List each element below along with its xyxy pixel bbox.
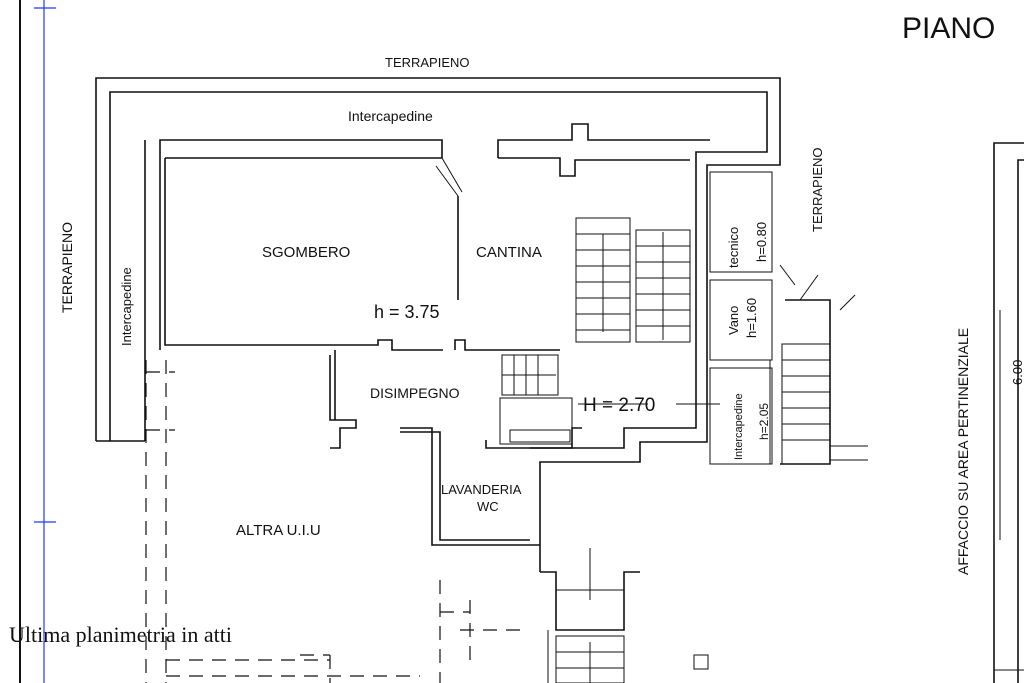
page-title: PIANO [902,12,995,45]
label-vano: Vano [726,306,741,335]
label-h205: h=2.05 [757,403,771,440]
label-sgombero: SGOMBERO [262,244,350,261]
label-cantina: CANTINA [476,244,542,261]
label-dimension-right: 6.00 [1010,360,1024,385]
lower-area [540,548,709,683]
label-h160: h=1.60 [744,298,759,338]
label-tecnico: tecnico [726,227,741,268]
label-terrapieno-right: TERRAPIENO [810,147,825,232]
label-terrapieno-top: TERRAPIENO [385,55,470,70]
label-intercapedine-small: Intercapedine [733,393,745,460]
label-h080: h=0.80 [754,222,769,262]
other-unit-dashed [145,360,520,683]
label-height-stair: H = 2.70 [583,395,655,416]
label-lavanderia: LAVANDERIA [441,482,522,497]
label-disimpegno: DISIMPEGNO [370,385,460,401]
stairs-main [501,217,720,405]
label-affaccio: AFFACCIO SU AREA PERTINENZIALE [955,328,971,575]
label-terrapieno-left: TERRAPIENO [59,222,75,313]
right-area [993,142,1024,683]
label-altra-uiu: ALTRA U.I.U [236,522,321,539]
caption: Ultima planimetria in atti [9,622,232,647]
label-wc: WC [477,499,499,514]
outer-walls [95,77,781,572]
label-intercapedine-left: Intercapedine [119,267,134,346]
label-height-main: h = 3.75 [374,302,440,322]
label-intercapedine-top: Intercapedine [348,108,433,124]
inner-walls [159,123,710,546]
technical-rooms [709,171,868,465]
